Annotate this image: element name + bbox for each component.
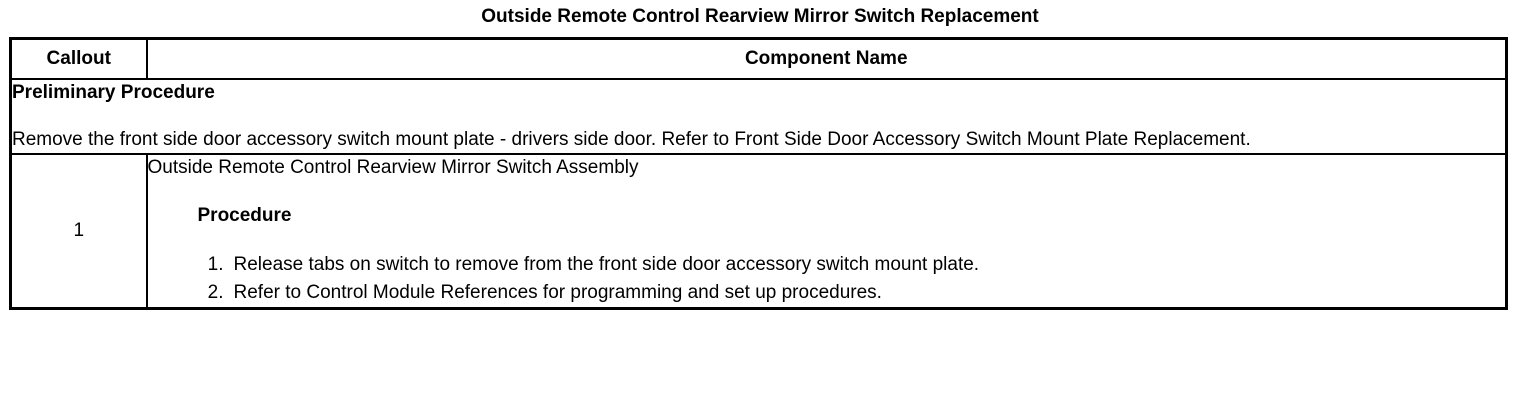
table-row: 1 Outside Remote Control Rearview Mirror…: [9, 153, 1508, 310]
list-item: 1. Release tabs on switch to remove from…: [198, 251, 1506, 279]
step-number: 2.: [207, 282, 224, 303]
callout-number: 1: [9, 153, 148, 310]
preliminary-procedure-cell: Preliminary Procedure Remove the front s…: [9, 78, 1508, 155]
component-name-text: Outside Remote Control Rearview Mirror S…: [147, 157, 639, 178]
page-title: Outside Remote Control Rearview Mirror S…: [481, 6, 1039, 27]
column-header-callout: Callout: [9, 37, 148, 80]
preliminary-procedure-heading: Preliminary Procedure: [12, 82, 215, 103]
preliminary-procedure-body: Remove the front side door accessory swi…: [12, 129, 1251, 150]
procedure-heading: Procedure: [197, 205, 292, 226]
list-item: 2. Refer to Control Module References fo…: [198, 279, 1506, 307]
step-number: 1.: [207, 254, 224, 275]
step-text: Release tabs on switch to remove from th…: [233, 254, 980, 275]
component-detail-cell: Outside Remote Control Rearview Mirror S…: [145, 153, 1508, 310]
preliminary-procedure-row: Preliminary Procedure Remove the front s…: [9, 78, 1508, 155]
table-header-row: Callout Component Name: [9, 37, 1508, 80]
table-container: Callout Component Name Preliminary Proce…: [9, 37, 1512, 310]
component-table: Callout Component Name Preliminary Proce…: [9, 37, 1508, 310]
column-header-component-name: Component Name: [145, 37, 1508, 80]
step-text: Refer to Control Module References for p…: [233, 282, 882, 303]
procedure-step-list: 1. Release tabs on switch to remove from…: [148, 251, 1506, 307]
